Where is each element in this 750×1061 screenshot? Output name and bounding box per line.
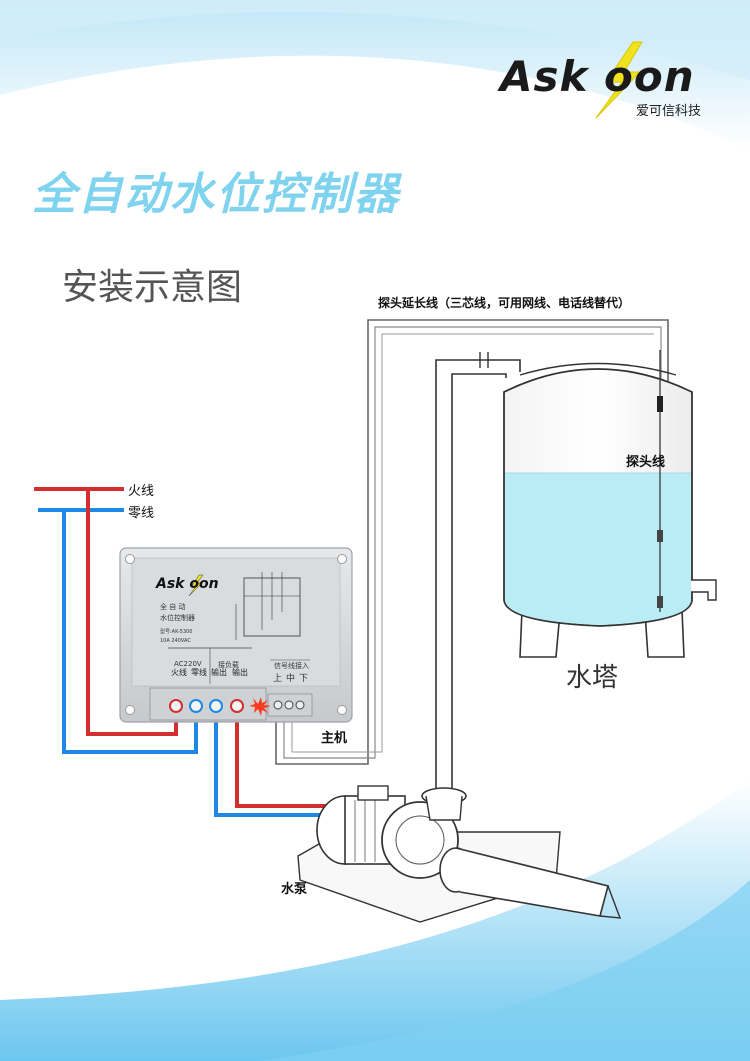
top-sky-band — [0, 0, 750, 150]
water-tower — [503, 350, 717, 658]
terminal-screw-out2 — [230, 699, 244, 713]
bottom-sky-band-dark — [260, 880, 750, 1061]
controller-brand: Ask oon — [156, 576, 219, 592]
supply-pipe — [435, 359, 521, 790]
brand-logo: Ask oon — [500, 52, 695, 101]
page-subtitle: 安装示意图 — [62, 267, 243, 308]
water-pump — [297, 785, 622, 923]
terminal-out1-label: 输出 — [211, 668, 227, 677]
live-wire-label: 火线 — [128, 484, 155, 499]
tank-water — [505, 473, 691, 625]
controller-box — [119, 547, 353, 723]
controller-rating: 10A 240VAC — [160, 638, 191, 644]
pump-output-wire-red — [235, 707, 360, 808]
terminal-neutral-label: 零线 — [191, 668, 207, 677]
neutral-feed-wire — [62, 510, 198, 754]
pump-output-wire-blue — [214, 707, 370, 817]
terminal-out2-label: 输出 — [232, 668, 248, 677]
probe-extension-cable-mid — [291, 333, 654, 753]
indicator-led-icon — [249, 697, 271, 716]
terminal-screw-down — [295, 700, 305, 710]
supply-pipe-inner — [451, 373, 507, 790]
controller-group-signal: 信号线接入 — [274, 662, 309, 670]
terminal-screw-live — [169, 699, 183, 713]
neutral-wire-label: 零线 — [128, 506, 155, 521]
water-pump-label: 水泵 — [281, 882, 308, 897]
brand-subtitle: 爱可信科技 — [636, 104, 702, 119]
controller-name-line2: 水位控制器 — [160, 614, 195, 622]
controller-group-power: AC220V — [174, 660, 202, 668]
controller-name-line1: 全 自 动 — [160, 603, 186, 611]
terminal-screw-mid — [284, 700, 294, 710]
page-title: 全自动水位控制器 — [32, 169, 400, 220]
top-sky-curve — [0, 0, 750, 80]
controller-group-output: 接负载 — [218, 661, 239, 669]
controller-model: 型号:AK-5300 — [160, 629, 193, 635]
signal-down-label: 下 — [299, 674, 309, 684]
logo-lightning-icon — [595, 41, 643, 119]
water-tower-label: 水塔 — [566, 663, 619, 693]
signal-up-label: 上 — [273, 674, 283, 684]
signal-mid-label: 中 — [286, 674, 296, 684]
probe-wire-label: 探头线 — [626, 455, 666, 470]
terminal-screw-neutral — [189, 699, 203, 713]
controller-logo-lightning-icon — [188, 574, 204, 597]
host-label: 主机 — [321, 731, 348, 746]
probe-extension-cable-inner — [283, 326, 662, 759]
terminal-screw-out1 — [209, 699, 223, 713]
probe-extension-cable-outer — [275, 319, 669, 765]
terminal-screw-up — [273, 700, 283, 710]
terminal-live-label: 火线 — [171, 668, 187, 677]
probe-extension-label: 探头延长线（三芯线，可用网线、电话线替代） — [378, 296, 631, 310]
